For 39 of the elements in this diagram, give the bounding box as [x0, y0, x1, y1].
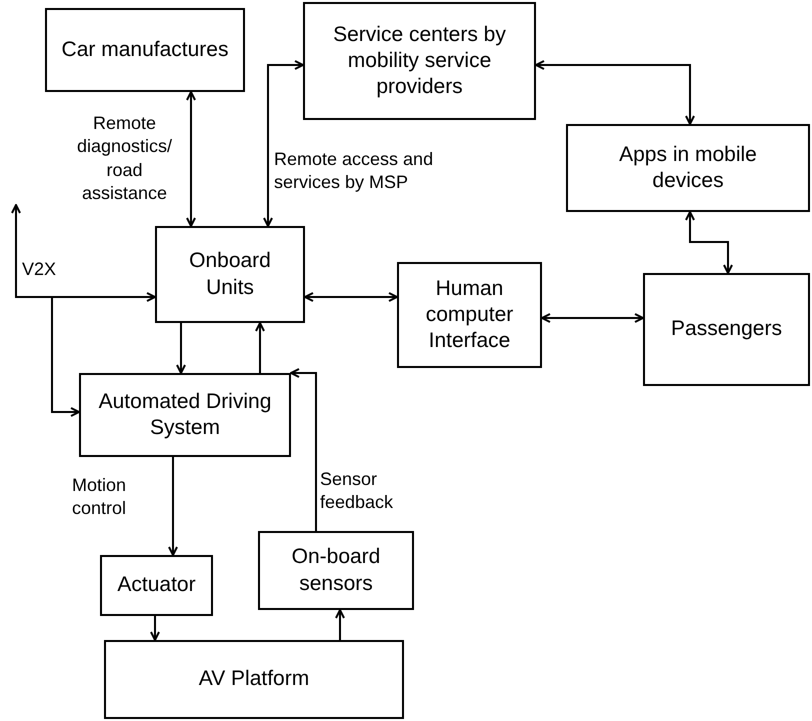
edge-label: Sensor feedback — [320, 468, 394, 514]
arrow — [535, 60, 695, 125]
box-label: AV Platform — [198, 666, 310, 692]
arrow — [176, 323, 186, 374]
arrow — [304, 292, 398, 302]
arrow — [11, 204, 156, 302]
box-label: Car manufactures — [60, 36, 230, 63]
box-label: Service centers by mobility service providers — [332, 22, 507, 100]
process-box — [104, 640, 404, 719]
process-box — [100, 555, 213, 616]
arrow — [263, 60, 304, 227]
edge-label: Remote access and services by MSP — [274, 148, 434, 194]
arrow — [150, 616, 160, 641]
box-label: Actuator — [116, 572, 197, 598]
arrow — [168, 457, 178, 556]
arrow — [51, 297, 80, 417]
arrow — [541, 313, 644, 323]
process-box — [643, 273, 810, 386]
box-label: Apps in mobile devices — [618, 142, 758, 194]
box-label: Automated Driving System — [98, 388, 272, 441]
edge-label: V2X — [22, 258, 58, 281]
process-box — [303, 2, 536, 120]
arrow — [186, 91, 196, 227]
process-box — [45, 8, 245, 92]
process-box — [397, 262, 542, 368]
process-box — [566, 124, 810, 212]
arrow — [290, 368, 317, 531]
arrow — [255, 322, 265, 373]
arrow — [335, 609, 345, 640]
process-box — [79, 373, 291, 457]
box-label: Passengers — [670, 316, 783, 342]
box-label: Onboard Units — [188, 248, 272, 300]
process-box — [258, 531, 414, 610]
edge-label: Motion control — [72, 474, 128, 520]
box-label: On-board sensors — [290, 544, 382, 596]
arrow — [685, 211, 733, 274]
box-label: Human computer Interface — [424, 276, 514, 354]
edge-label: Remote diagnostics/ road assistance — [76, 112, 174, 206]
process-box — [155, 226, 305, 323]
